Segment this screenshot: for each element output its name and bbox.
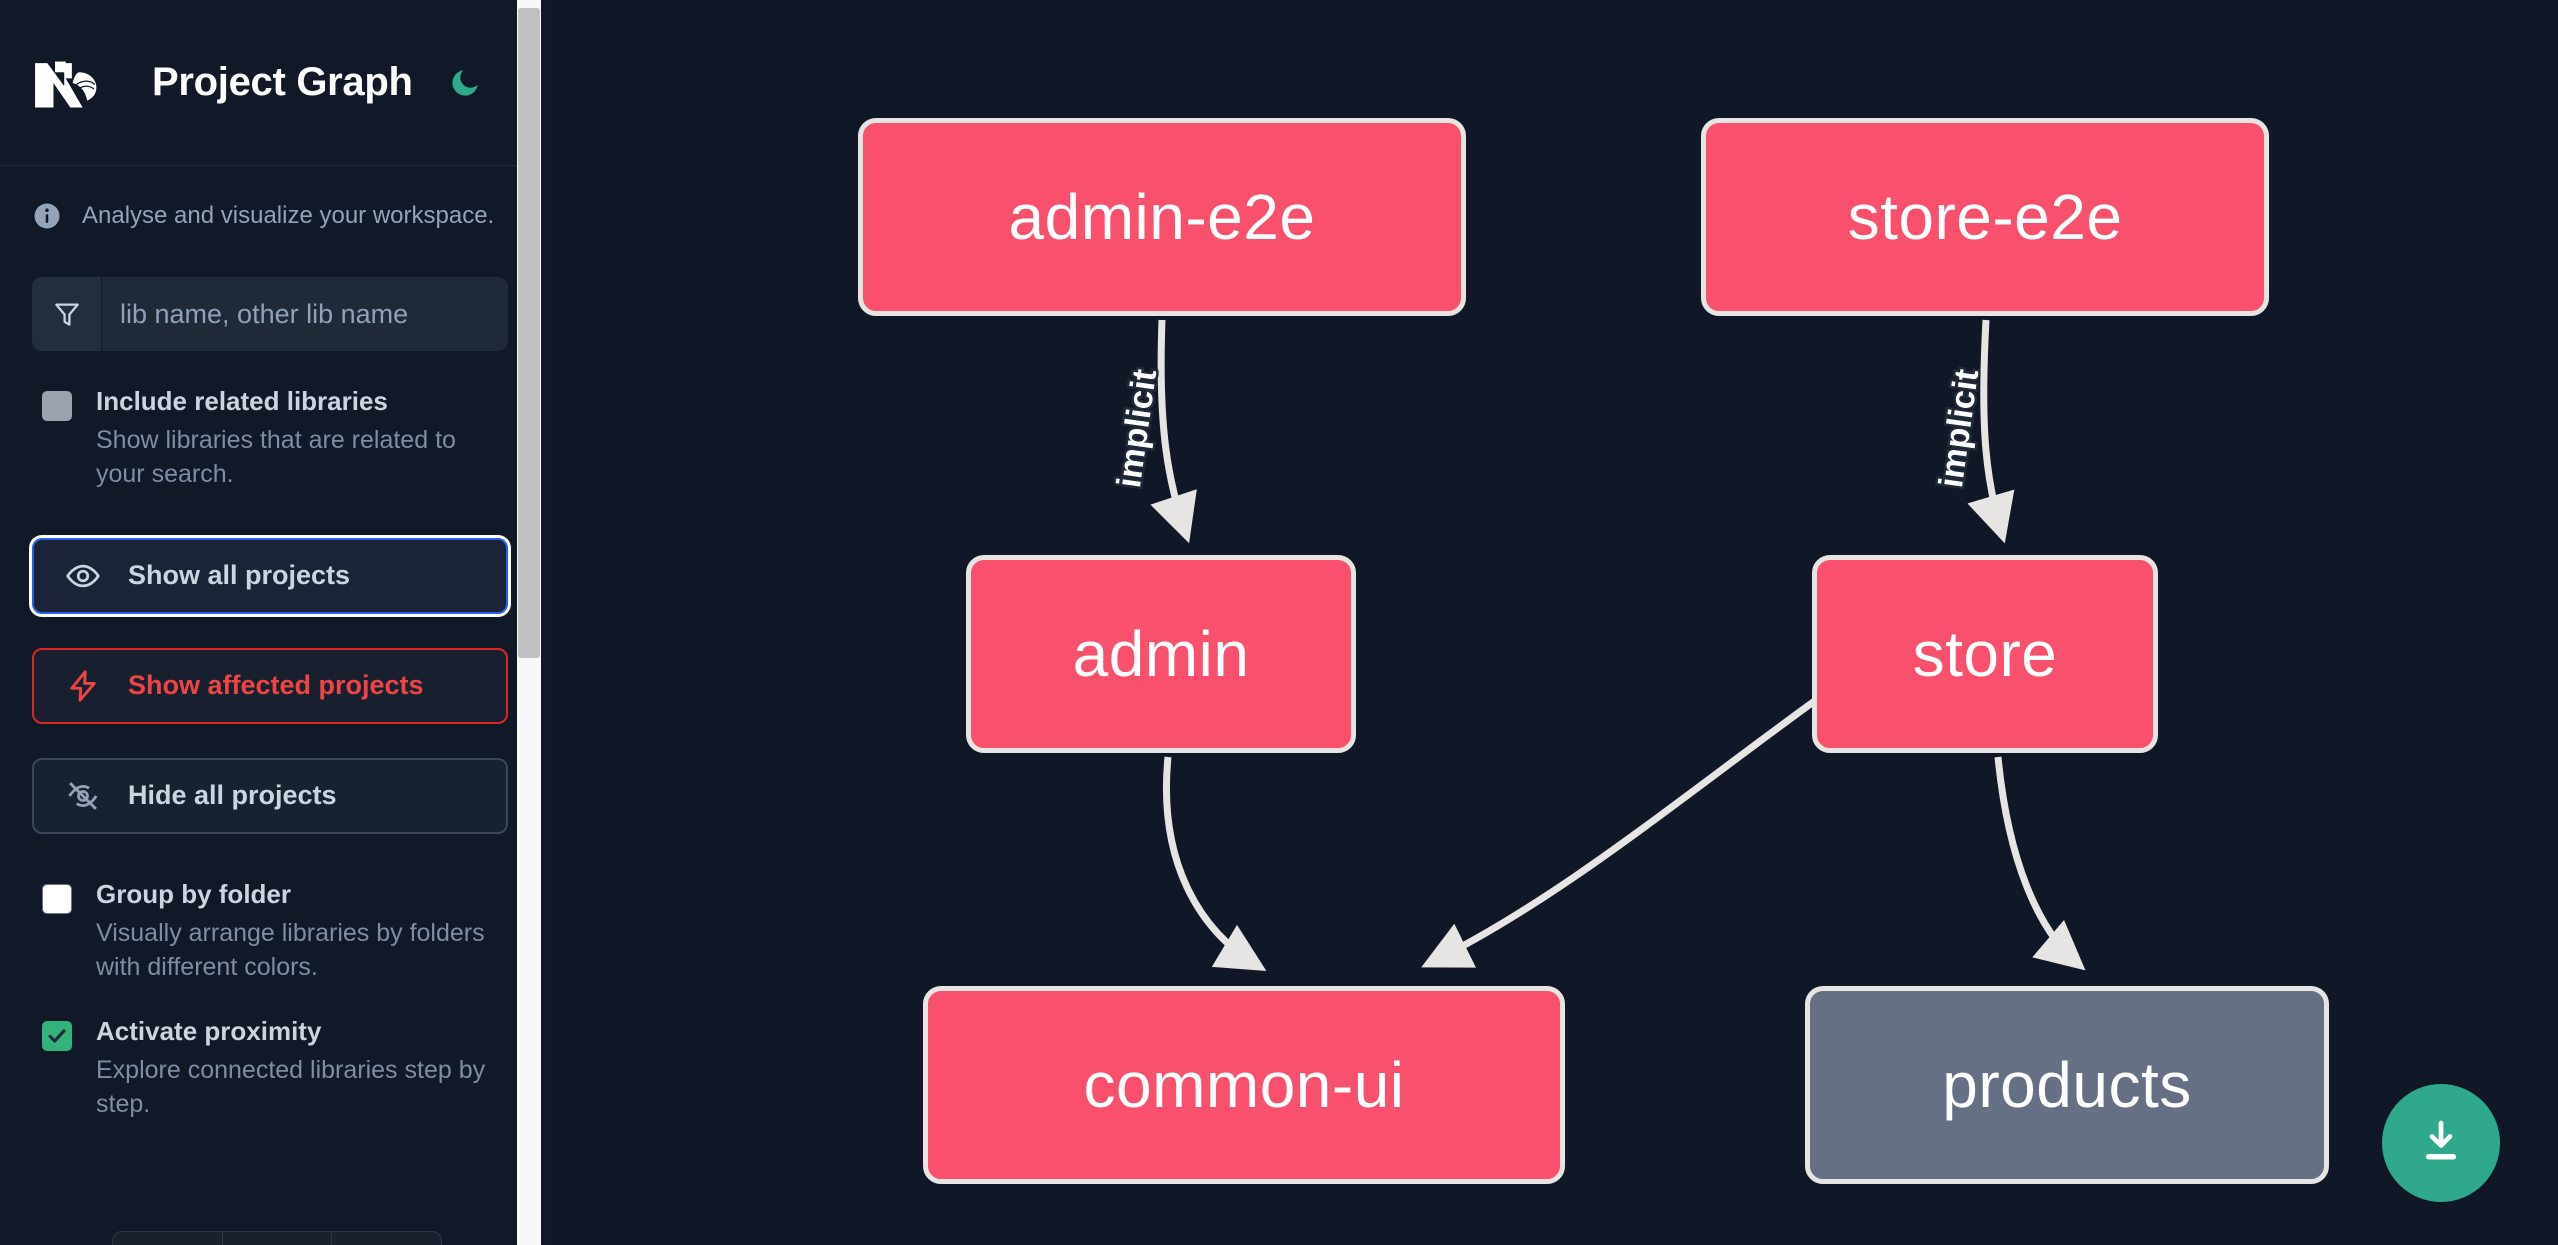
graph-node-store[interactable]: store xyxy=(1812,555,2158,753)
sidebar-content: Project Graph Analyse and visualize yo xyxy=(0,0,540,1245)
eye-off-icon xyxy=(64,777,102,815)
nx-logo-icon xyxy=(32,55,124,111)
group-by-folder-description: Visually arrange libraries by folders wi… xyxy=(96,918,485,982)
show-affected-projects-label: Show affected projects xyxy=(128,670,424,701)
edge-store-common-ui xyxy=(1421,697,1819,968)
graph-node-label: common-ui xyxy=(1083,1049,1405,1121)
sidebar-scrollbar-thumb[interactable] xyxy=(518,8,540,658)
lightning-icon xyxy=(64,667,102,705)
sidebar-right-edge xyxy=(541,0,558,1245)
graph-edges-layer: implicit implicit xyxy=(1108,319,2086,972)
include-related-libraries-label: Include related libraries xyxy=(96,386,388,417)
sidebar: Project Graph Analyse and visualize yo xyxy=(0,0,558,1245)
edge-store-e2e-store xyxy=(1967,319,2015,544)
include-related-libraries-row[interactable]: Include related libraries Show libraries… xyxy=(0,351,540,492)
download-icon xyxy=(2414,1114,2468,1173)
hide-all-projects-button[interactable]: Hide all projects xyxy=(32,757,508,834)
funnel-icon xyxy=(32,277,102,352)
proximity-segmented-control[interactable] xyxy=(112,1231,442,1245)
proximity-segment-2[interactable] xyxy=(223,1232,333,1245)
graph-node-label: products xyxy=(1942,1049,2192,1121)
sidebar-scrollbar[interactable] xyxy=(517,0,541,1245)
tagline-text: Analyse and visualize your workspace. xyxy=(82,202,495,229)
graph-node-common-ui[interactable]: common-ui xyxy=(923,986,1565,1184)
graph-node-products[interactable]: products xyxy=(1805,986,2329,1184)
group-by-folder-checkbox[interactable] xyxy=(42,883,72,914)
activate-proximity-description: Explore connected libraries step by step… xyxy=(96,1055,486,1119)
moon-icon[interactable] xyxy=(445,63,485,103)
proximity-segment-3[interactable] xyxy=(332,1232,441,1245)
tagline: Analyse and visualize your workspace. xyxy=(0,166,540,231)
graph-node-label: admin-e2e xyxy=(1008,181,1316,253)
page-title: Project Graph xyxy=(152,60,413,104)
include-related-libraries-description: Show libraries that are related to your … xyxy=(96,425,456,489)
group-by-folder-row[interactable]: Group by folder Visually arrange librari… xyxy=(0,834,540,985)
check-icon xyxy=(48,1029,66,1043)
download-image-button[interactable] xyxy=(2382,1084,2500,1202)
graph-node-label: store xyxy=(1912,618,2058,690)
edge-store-products xyxy=(1994,756,2086,971)
graph-node-label: admin xyxy=(1072,618,1250,690)
edge-admin-common-ui xyxy=(1163,756,1267,972)
graph-node-admin[interactable]: admin xyxy=(966,555,1356,753)
sidebar-header: Project Graph xyxy=(0,0,540,166)
activate-proximity-label: Activate proximity xyxy=(96,1015,322,1046)
hide-all-projects-label: Hide all projects xyxy=(128,780,337,811)
activate-proximity-row[interactable]: Activate proximity Explore connected lib… xyxy=(0,985,540,1122)
edge-label-implicit-admin: implicit xyxy=(1110,367,1164,490)
show-all-projects-label: Show all projects xyxy=(128,560,351,591)
activate-proximity-checkbox[interactable] xyxy=(42,1020,72,1051)
graph-node-store-e2e[interactable]: store-e2e xyxy=(1701,118,2269,316)
edge-admin-e2e-admin xyxy=(1150,319,1197,544)
proximity-segment-1[interactable] xyxy=(113,1232,223,1245)
filter-row xyxy=(0,231,540,352)
show-all-projects-button[interactable]: Show all projects xyxy=(32,537,508,614)
graph-node-label: store-e2e xyxy=(1847,181,2123,253)
eye-icon xyxy=(64,557,102,595)
filter-input[interactable] xyxy=(102,277,508,352)
project-visibility-buttons: Show all projects Show affected projects xyxy=(0,492,540,834)
filter-box[interactable] xyxy=(32,277,508,352)
graph-canvas[interactable]: implicit implicit admin-e2e store-e2e ad… xyxy=(558,0,2558,1245)
graph-node-admin-e2e[interactable]: admin-e2e xyxy=(858,118,1466,316)
info-icon xyxy=(32,201,62,231)
edge-label-implicit-store: implicit xyxy=(1932,367,1986,490)
group-by-folder-label: Group by folder xyxy=(96,878,291,909)
include-related-libraries-checkbox[interactable] xyxy=(42,391,72,422)
show-affected-projects-button[interactable]: Show affected projects xyxy=(32,647,508,724)
